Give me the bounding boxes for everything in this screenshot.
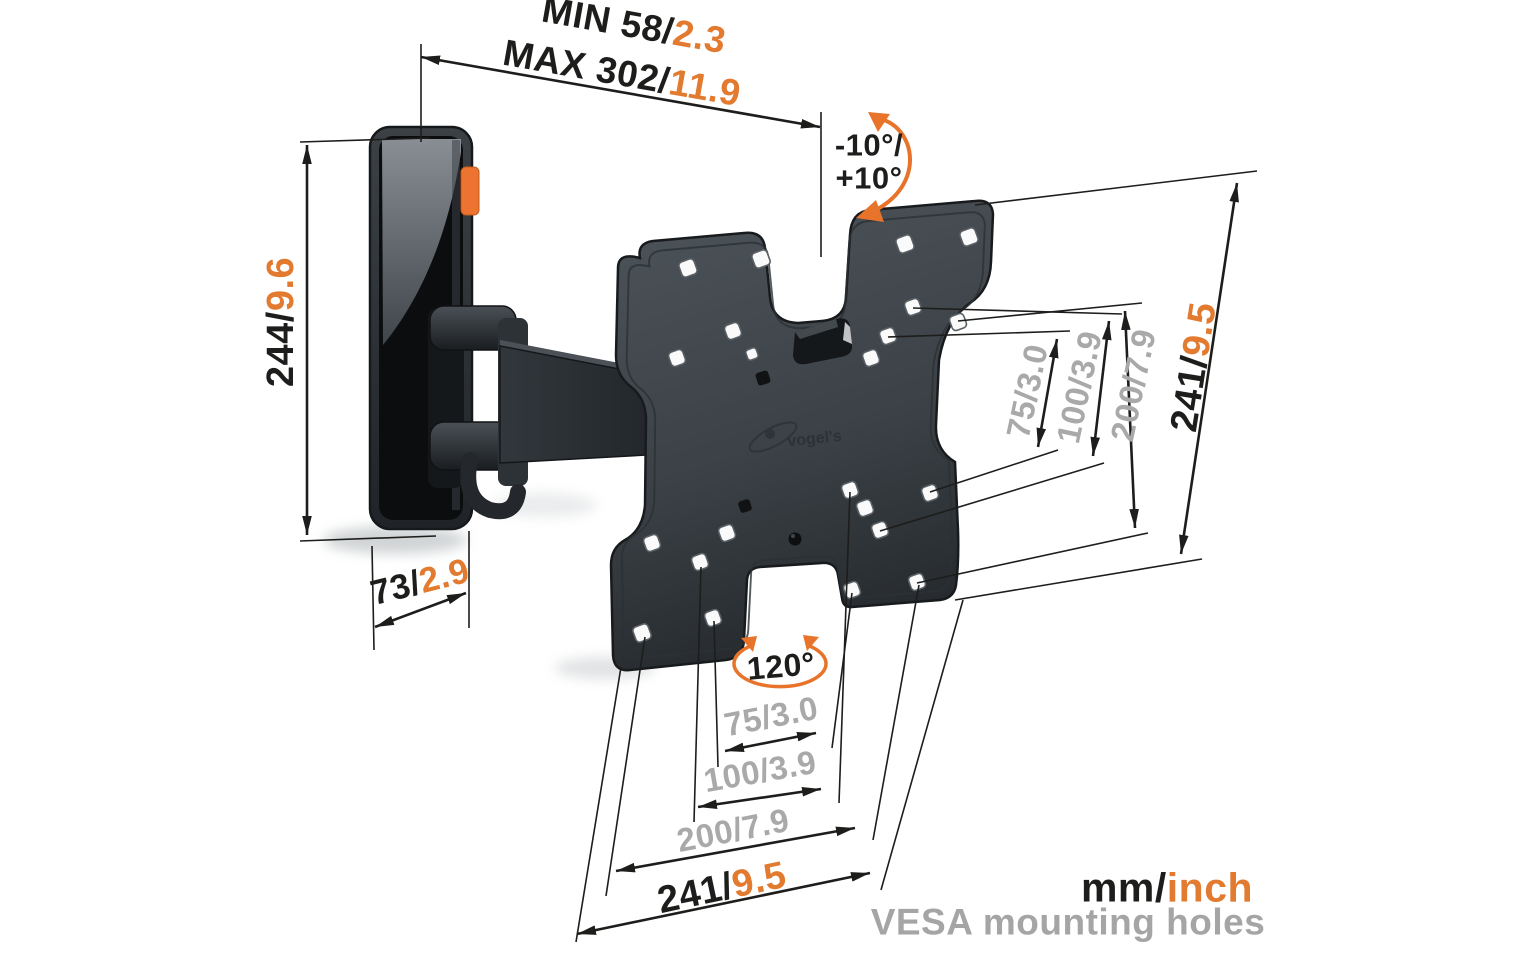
logo-orbit-icon <box>748 421 798 453</box>
v241-inch-value: 9.5 <box>1174 299 1225 360</box>
vesa-hole <box>678 258 698 278</box>
legend-mm-value: mm/ <box>1080 864 1167 911</box>
leader-line <box>916 532 1149 584</box>
dim-line-vesa75-h <box>724 731 817 753</box>
swivel-arrow-left-icon <box>741 636 757 652</box>
vesa-caption-value: VESA mounting holes <box>870 901 1266 943</box>
wall-plate-shadow <box>323 526 467 554</box>
tilt-pin-highlight <box>791 534 795 538</box>
dim-line-vesa75-v <box>1036 338 1059 448</box>
vesa-hole <box>717 523 737 543</box>
swivel-arrow-right-icon <box>803 635 819 651</box>
leader-line <box>693 566 702 823</box>
dim-line-241-v <box>1179 182 1239 555</box>
leader-line <box>575 666 622 943</box>
ext-line <box>299 535 437 542</box>
vesa-hole <box>903 297 923 317</box>
vogels-logo-text: vogel's <box>787 428 843 451</box>
leader-line <box>974 170 1258 206</box>
ext-line <box>371 545 375 651</box>
dark-square-hole <box>738 499 752 513</box>
dim-label-tilt: -10°/ +10° <box>835 129 903 194</box>
tilt-down-value: +10° <box>835 160 903 195</box>
tilt-arc <box>856 112 912 222</box>
leader-line <box>880 599 964 891</box>
vesa-hole <box>907 572 927 592</box>
vesa-hole <box>723 321 743 341</box>
leader-line <box>954 558 1203 601</box>
swivel-arc <box>732 635 828 689</box>
dim-label-height: 244/9.6 <box>260 256 302 388</box>
vesa-hole <box>690 552 710 572</box>
vesa-hole <box>870 520 890 540</box>
gloss-reflection <box>382 139 461 345</box>
vesa-hole <box>703 608 723 628</box>
vesa-holes <box>632 227 979 643</box>
vesa-hole <box>840 480 860 500</box>
leader-line <box>605 636 646 897</box>
vesa-hole <box>744 346 760 362</box>
dim-line-depth <box>374 591 467 629</box>
handle-cutout-highlight <box>843 322 852 344</box>
dim-line-vesa100-v <box>1090 320 1112 457</box>
dim-line-vesa200-h <box>615 826 856 873</box>
dimension-lines <box>302 55 1239 936</box>
vesa-hole <box>861 348 881 368</box>
dim-line-241-h <box>576 871 871 936</box>
vesa-hole <box>948 312 968 332</box>
tilt-arc-arrow-up-icon <box>868 112 890 132</box>
vesa-hole <box>842 580 862 600</box>
leader-line <box>912 307 1123 315</box>
vesa-hole <box>855 498 875 518</box>
vesa-hole <box>667 348 687 368</box>
leader-line <box>872 584 920 841</box>
dim-line-vesa200-v <box>1121 310 1139 529</box>
tilt-up-value: -10°/ <box>834 127 904 163</box>
swivel-value: 120° <box>745 645 817 687</box>
vesa-hole <box>959 227 979 247</box>
swivel-arc-curve <box>732 643 828 689</box>
tilt-arc-curve <box>875 118 912 212</box>
vesa-caption: VESA mounting holes <box>871 904 1266 941</box>
dark-square-hole <box>755 370 771 386</box>
handle-cutout-shade <box>795 319 838 339</box>
leader-line <box>887 330 1071 338</box>
vesa-hole <box>895 234 915 254</box>
tilt-pin <box>788 532 802 546</box>
leader-line <box>929 449 1059 493</box>
vogels-logo: vogel's <box>748 421 843 453</box>
height-inch-value: 9.6 <box>260 256 302 312</box>
dim-label-swivel: 120° <box>745 645 817 687</box>
leader-line <box>879 462 1105 532</box>
vesa-hole <box>751 249 771 269</box>
vesa-hole <box>878 326 898 346</box>
vesa-hole <box>642 533 662 553</box>
units-legend: mm/inch <box>1080 864 1254 911</box>
leader-line <box>838 491 851 804</box>
dim-line-vesa100-h <box>697 787 822 809</box>
legend-inch-value: inch <box>1166 864 1254 911</box>
leader-line <box>831 592 853 749</box>
extension-lines <box>299 44 1258 943</box>
cable-hook <box>460 452 526 520</box>
leader-line <box>713 620 719 768</box>
tilt-arc-arrow-down-icon <box>856 200 884 222</box>
dim-line-extension <box>420 55 821 129</box>
orange-strap-tab <box>460 166 480 216</box>
ext-line <box>299 137 431 143</box>
vesa-plate: vogel's <box>609 199 995 672</box>
logo-dot-icon <box>765 429 775 439</box>
height-mm-value: 244/ <box>260 311 302 388</box>
